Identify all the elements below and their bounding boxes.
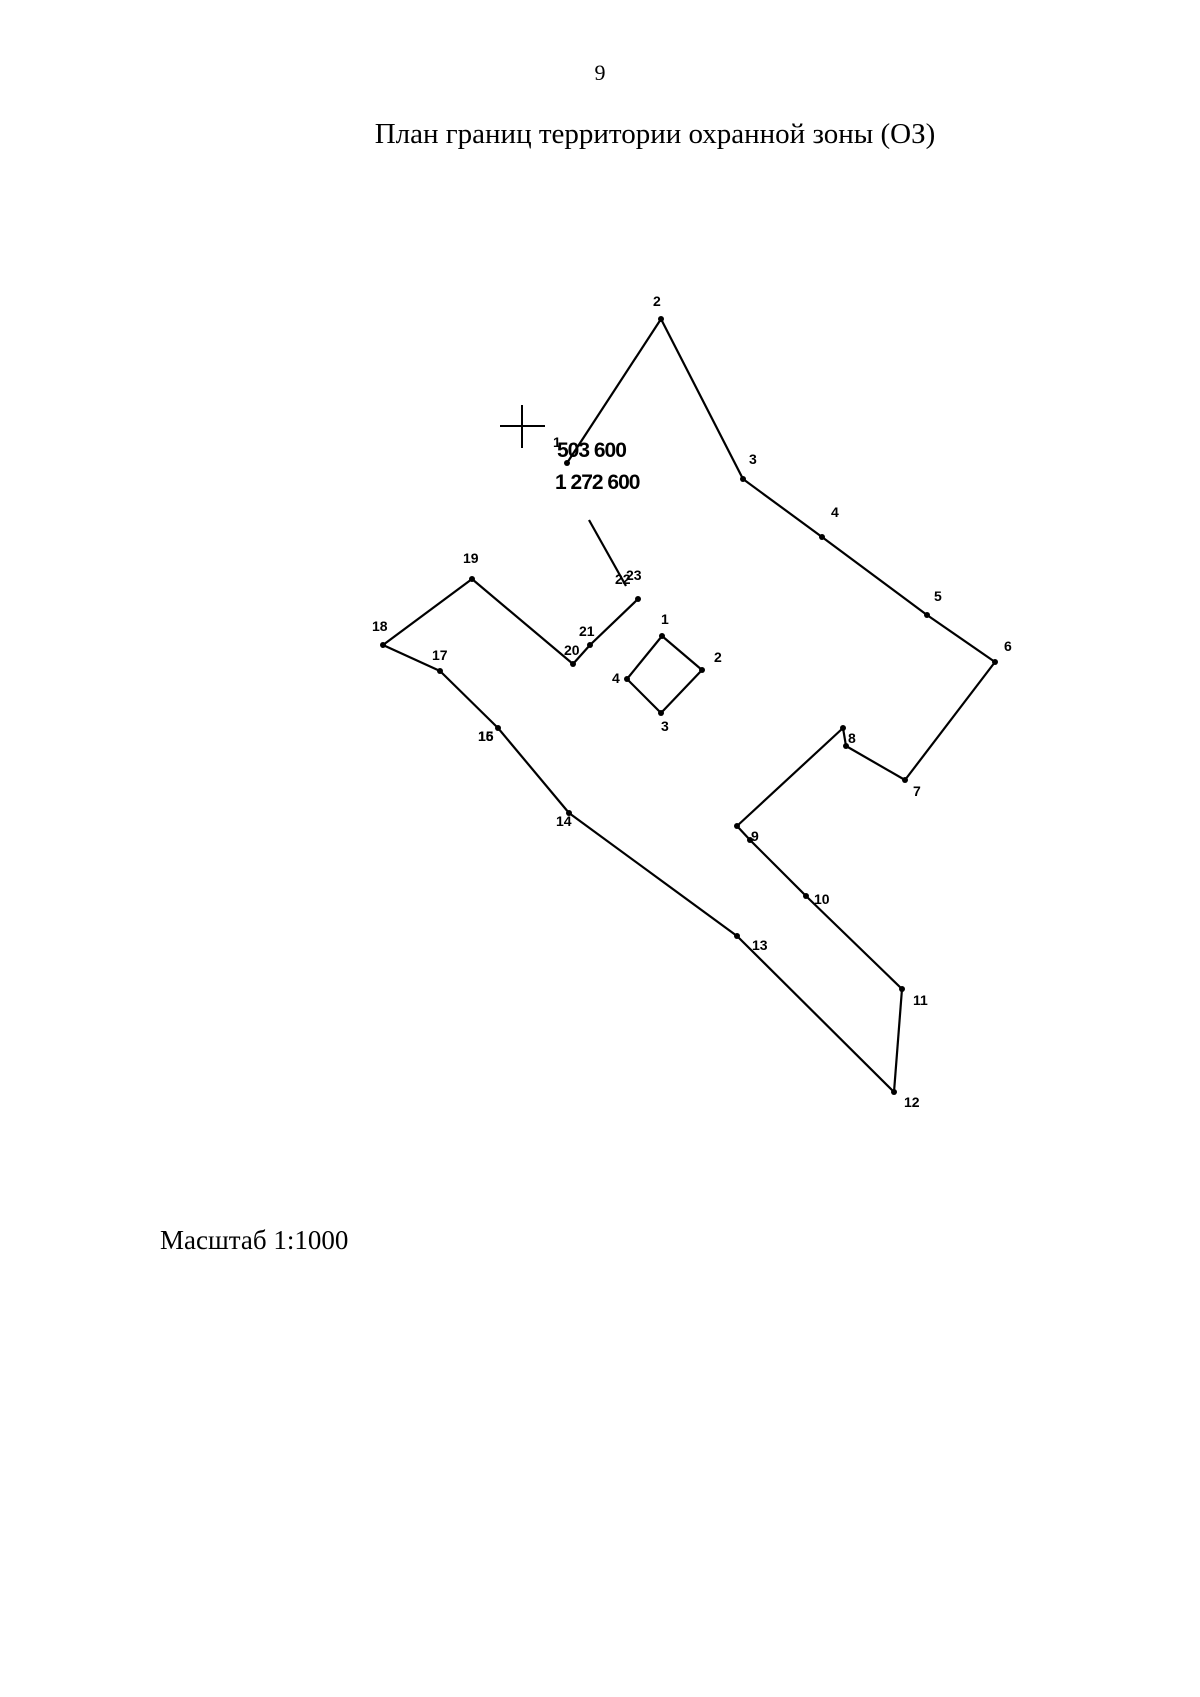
outer-vertex-point bbox=[891, 1089, 897, 1095]
outer-vertex-label: 13 bbox=[752, 937, 768, 953]
inner-boundary: 1 2 3 4 bbox=[612, 611, 722, 734]
inner-segment bbox=[661, 635, 703, 671]
inner-vertex-label: 4 bbox=[612, 670, 620, 686]
outer-segment bbox=[904, 661, 996, 781]
outer-vertex-point bbox=[495, 725, 501, 731]
outer-vertex-label: 12 bbox=[904, 1094, 920, 1110]
outer-vertex-label: 1 bbox=[553, 434, 561, 450]
outer-vertex-point bbox=[803, 893, 809, 899]
outer-vertex-point bbox=[734, 933, 740, 939]
inner-vertex-label: 2 bbox=[714, 649, 722, 665]
outer-segment bbox=[566, 318, 662, 464]
outer-vertex-label: 2 bbox=[653, 293, 661, 309]
outer-vertex-point bbox=[840, 725, 846, 731]
inner-vertex-label: 3 bbox=[661, 718, 669, 734]
outer-vertex-point bbox=[740, 476, 746, 482]
outer-vertex-label: 9 bbox=[751, 828, 759, 844]
outer-vertex-label: 8 bbox=[848, 730, 856, 746]
outer-segment bbox=[892, 988, 904, 1093]
outer-segment bbox=[589, 598, 639, 646]
outer-vertex-point bbox=[570, 661, 576, 667]
outer-vertex-label: 6 bbox=[1004, 638, 1012, 654]
outer-boundary: 1234567891011121314151617181920212223 bbox=[372, 293, 1012, 1110]
outer-vertex-label: 23 bbox=[626, 567, 642, 583]
outer-segment bbox=[568, 812, 738, 937]
outer-vertex-point bbox=[819, 534, 825, 540]
outer-vertex-label: 3 bbox=[749, 451, 757, 467]
inner-vertex-label: 1 bbox=[661, 611, 669, 627]
outer-segment bbox=[736, 935, 895, 1093]
inner-vertex-point bbox=[659, 633, 665, 639]
outer-vertex-label: 11 bbox=[913, 992, 928, 1008]
outer-segment bbox=[845, 745, 906, 781]
outer-vertex-point bbox=[734, 823, 740, 829]
outer-vertex-label: 20 bbox=[564, 642, 580, 658]
outer-vertex-point bbox=[566, 810, 572, 816]
outer-segment bbox=[660, 318, 744, 480]
outer-vertex-point bbox=[899, 986, 905, 992]
grid-y-coordinate: 1 272 600 bbox=[555, 471, 640, 494]
scale-label: Масштаб 1:1000 bbox=[160, 1225, 349, 1255]
outer-vertex-label: 17 bbox=[432, 647, 448, 663]
outer-segment bbox=[742, 478, 823, 538]
outer-vertex-label: 10 bbox=[814, 891, 830, 907]
outer-vertex-point bbox=[843, 743, 849, 749]
outer-segment bbox=[805, 895, 903, 990]
outer-vertex-point bbox=[564, 460, 570, 466]
outer-vertex-point bbox=[924, 612, 930, 618]
inner-vertex-point bbox=[699, 667, 705, 673]
outer-segment bbox=[382, 643, 441, 673]
grid-cross-marker bbox=[500, 405, 545, 448]
outer-vertex-point bbox=[437, 668, 443, 674]
inner-segment bbox=[626, 635, 663, 680]
outer-segment bbox=[926, 614, 996, 663]
outer-vertex-point bbox=[380, 642, 386, 648]
outer-segment bbox=[439, 670, 499, 729]
outer-segment bbox=[736, 825, 751, 841]
outer-vertex-label: 14 bbox=[556, 813, 572, 829]
outer-segment bbox=[821, 536, 928, 616]
outer-vertex-point bbox=[587, 642, 593, 648]
outer-vertex-label: 16 bbox=[478, 728, 494, 744]
outer-vertex-label: 5 bbox=[934, 588, 942, 604]
grid-x-coordinate: 503 600 bbox=[557, 439, 626, 462]
page-title: План границ территории охранной зоны (ОЗ… bbox=[374, 118, 936, 150]
inner-vertex-point bbox=[658, 710, 664, 716]
inner-segment bbox=[626, 678, 662, 714]
outer-vertex-label: 21 bbox=[579, 623, 595, 639]
outer-segment bbox=[471, 578, 574, 665]
outer-vertex-label: 7 bbox=[913, 783, 921, 799]
outer-vertex-label: 15 bbox=[478, 728, 494, 744]
outer-vertex-point bbox=[992, 659, 998, 665]
outer-vertex-point bbox=[469, 576, 475, 582]
outer-vertex-label: 4 bbox=[831, 504, 839, 520]
outer-segment bbox=[841, 727, 848, 747]
outer-segment bbox=[588, 519, 627, 587]
outer-segment bbox=[749, 839, 807, 897]
outer-vertex-point bbox=[747, 837, 753, 843]
outer-segment bbox=[382, 578, 473, 646]
outer-segment bbox=[736, 727, 844, 827]
outer-vertex-point bbox=[902, 777, 908, 783]
outer-segment bbox=[572, 644, 591, 665]
outer-vertex-label: 19 bbox=[463, 550, 479, 566]
outer-vertex-point bbox=[635, 596, 641, 602]
inner-segment bbox=[660, 669, 703, 714]
outer-segment bbox=[497, 727, 570, 814]
outer-vertex-label: 18 bbox=[372, 618, 388, 634]
inner-vertex-point bbox=[624, 676, 630, 682]
page-number: 9 bbox=[594, 60, 606, 85]
outer-vertex-point bbox=[658, 316, 664, 322]
